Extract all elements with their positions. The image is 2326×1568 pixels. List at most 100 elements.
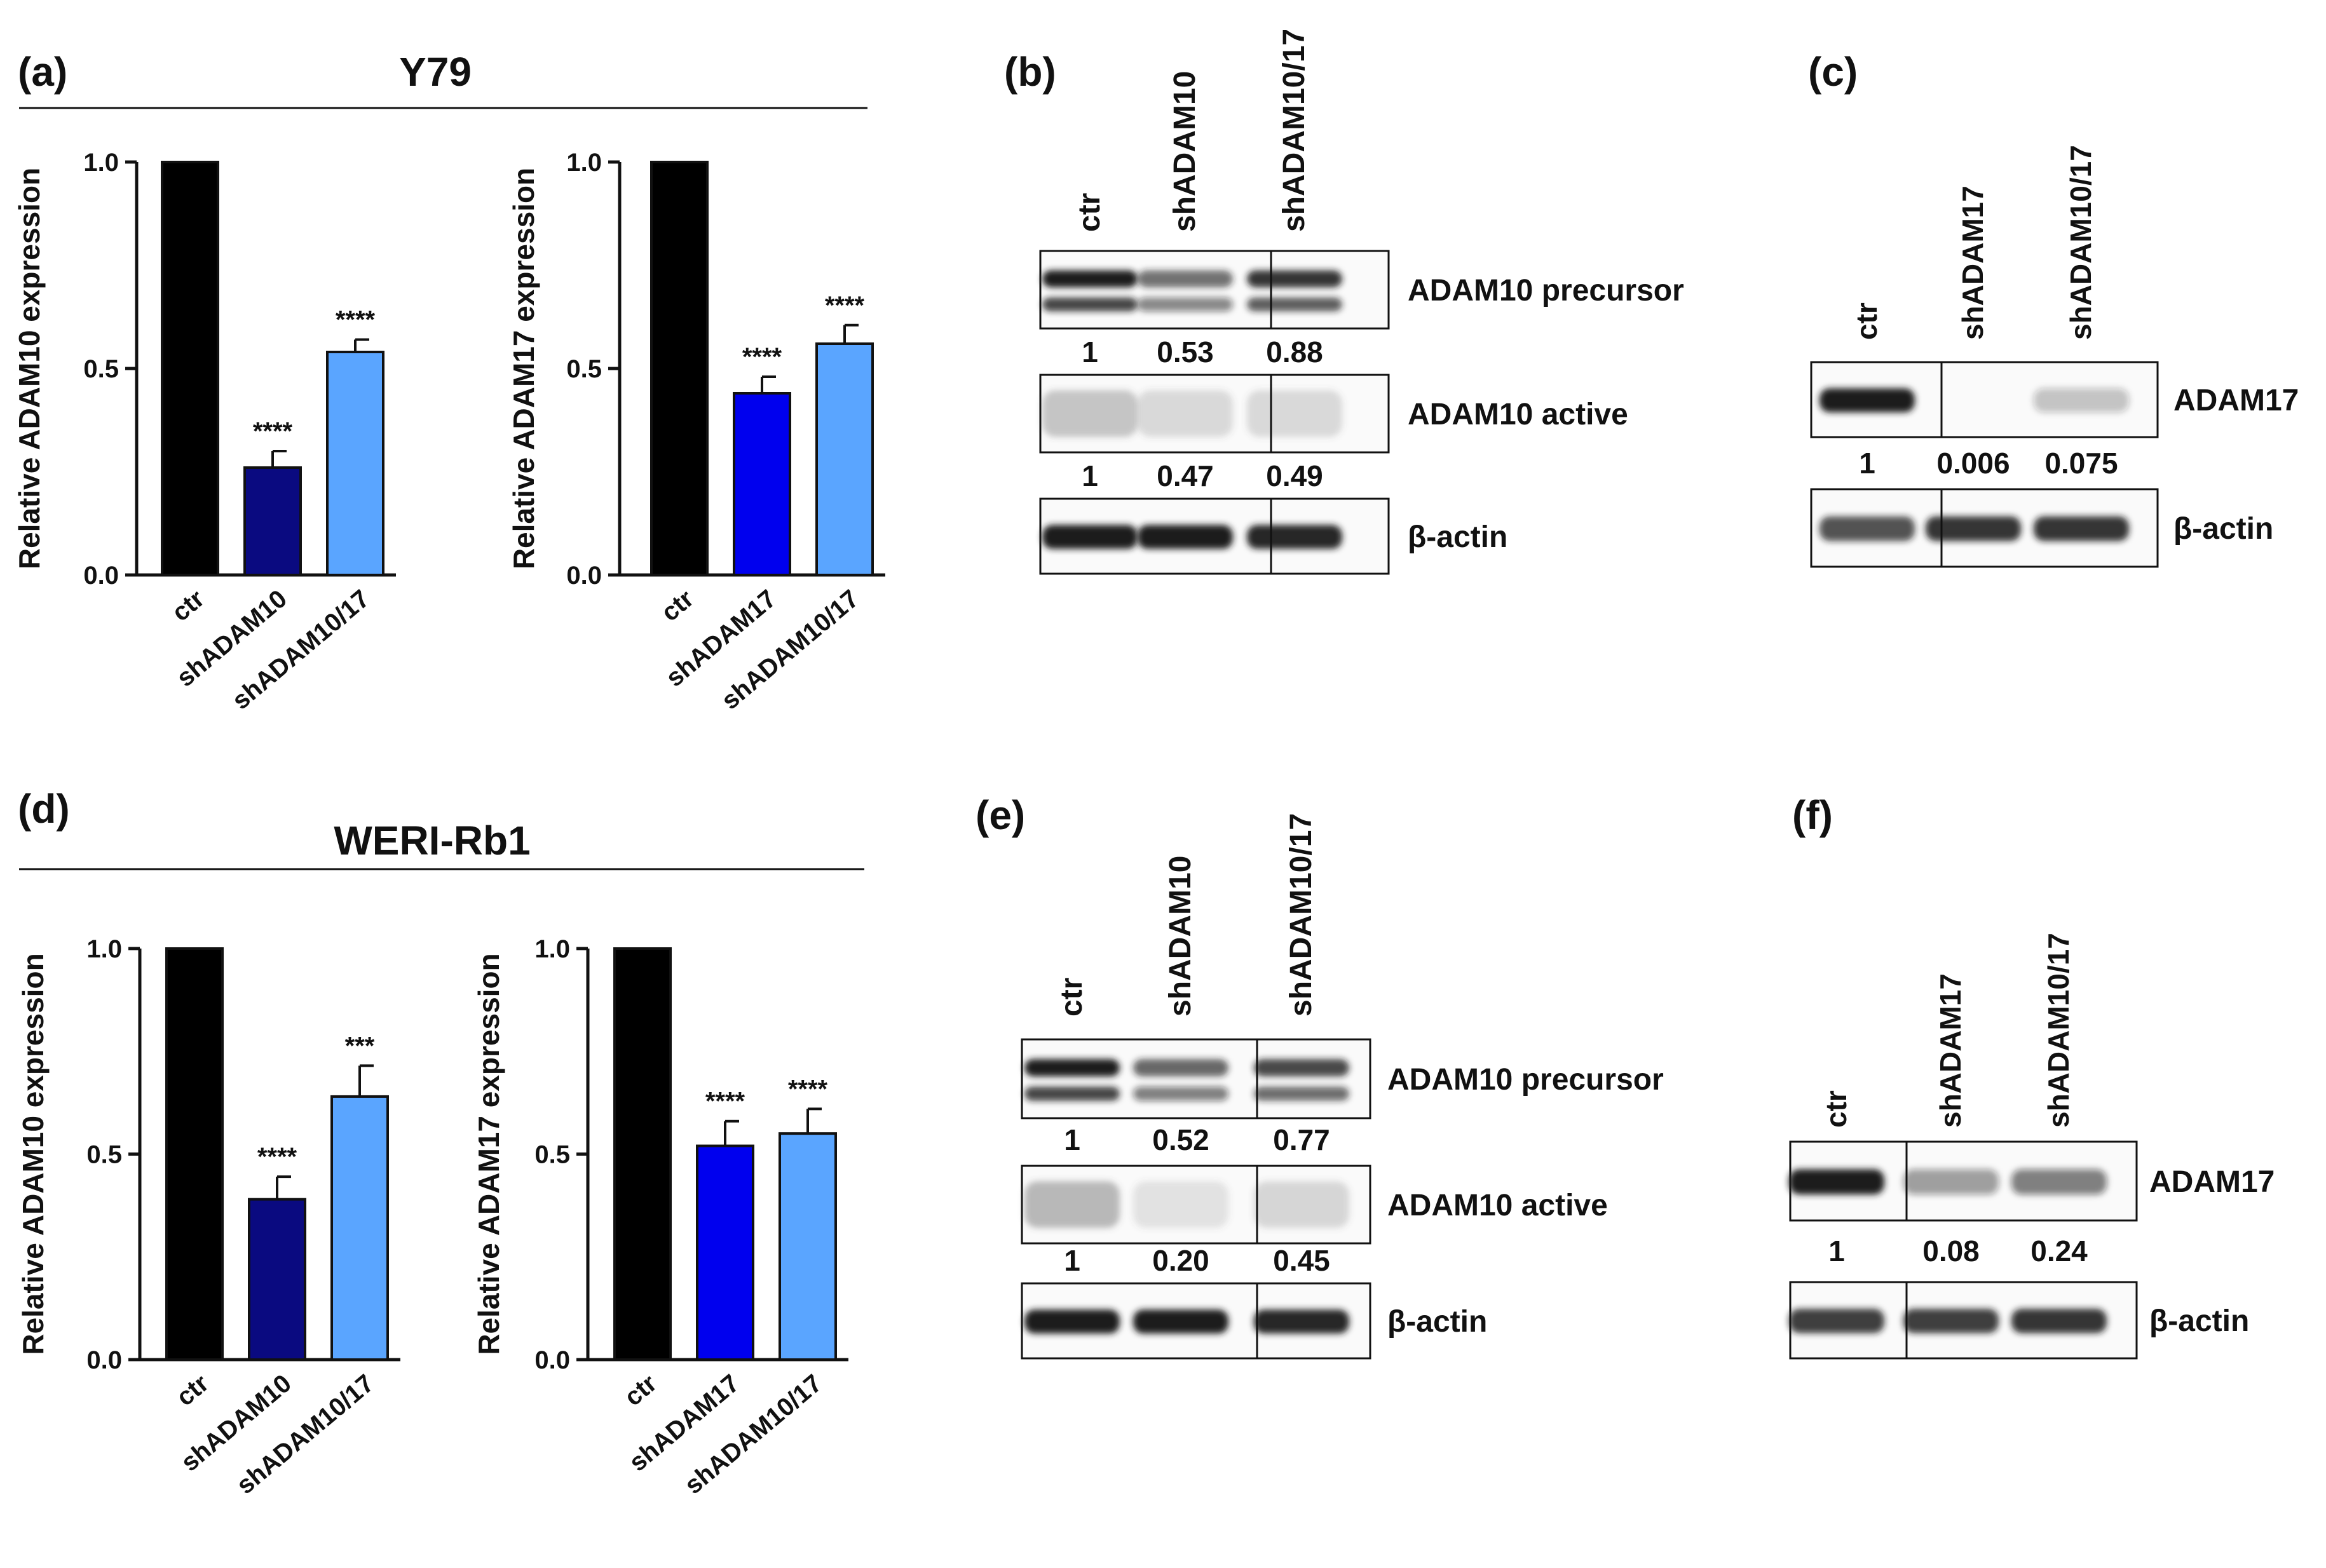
- quantification-value: 1: [1064, 1123, 1080, 1156]
- lane-label: shADAM10/17: [2064, 145, 2097, 340]
- blot-band: [1789, 1309, 1884, 1334]
- blot-band: [2011, 1169, 2107, 1195]
- lane-label: ctr: [1850, 302, 1883, 340]
- lane-label: shADAM10/17: [1284, 813, 1318, 1017]
- quantification-value: 0.075: [2044, 447, 2118, 480]
- blot-band: [1138, 525, 1233, 550]
- bar-shADAM10_17: [326, 351, 384, 576]
- blot-band: [1819, 516, 1915, 541]
- y-tick-label: 1.0: [86, 935, 122, 963]
- quantification-value: 0.24: [2030, 1234, 2088, 1267]
- significance-label: ****: [825, 292, 865, 320]
- quantification-value: 0.45: [1273, 1244, 1330, 1277]
- y-tick-label: 1.0: [83, 149, 119, 177]
- bar-shADAM17: [696, 1144, 754, 1362]
- blot-row-label: ADAM10 precursor: [1408, 274, 1684, 308]
- y-tick-label: 0.0: [86, 1346, 122, 1374]
- quantification-value: 0.08: [1922, 1234, 1980, 1267]
- blot-frame: [1021, 1038, 1371, 1119]
- quantification-value: 0.52: [1152, 1123, 1209, 1156]
- blot-band: [1138, 270, 1233, 288]
- y-tick-label: 0.5: [566, 355, 602, 383]
- y-axis-label: Relative ADAM17 expression: [507, 168, 540, 569]
- blot-band: [2034, 516, 2129, 541]
- quantification-value: 1: [1064, 1244, 1080, 1277]
- panel-label-f: (f): [1792, 792, 1833, 838]
- lane-label: ctr: [1055, 978, 1089, 1017]
- bar-shADAM10: [248, 1198, 306, 1362]
- blot-row-label: ADAM17: [2149, 1165, 2275, 1199]
- blot-band: [1024, 1059, 1120, 1077]
- panel-label-b: (b): [1004, 49, 1056, 95]
- blot-band: [1247, 297, 1342, 312]
- panel-label-e: (e): [976, 792, 1025, 838]
- blot-band: [1819, 388, 1915, 413]
- significance-label: ***: [345, 1032, 375, 1060]
- blot-band: [1024, 1086, 1120, 1101]
- blot-band: [2034, 388, 2129, 413]
- bar-shADAM17: [733, 392, 791, 576]
- blot-row-label: β-actin: [2173, 512, 2273, 546]
- category-label: ctr: [167, 585, 209, 627]
- category-label: shADAM10/17: [231, 1369, 379, 1499]
- category-label: ctr: [171, 1369, 214, 1412]
- y-axis-label: Relative ADAM10 expression: [17, 953, 50, 1355]
- blot-frame: [1039, 250, 1390, 330]
- blot-band: [1247, 525, 1342, 550]
- blot-band: [2011, 1309, 2107, 1334]
- blot-band: [1024, 1309, 1120, 1334]
- significance-label: ****: [257, 1143, 297, 1171]
- bar-shADAM10_17: [815, 342, 874, 576]
- quantification-value: 0.006: [1936, 447, 2010, 480]
- lane-label: shADAM17: [1956, 186, 1989, 340]
- y-axis-label: Relative ADAM10 expression: [13, 168, 46, 569]
- category-label: ctr: [656, 585, 698, 627]
- y-tick-label: 1.0: [534, 935, 570, 963]
- y-tick-label: 0.0: [83, 562, 119, 590]
- blot-band: [1042, 525, 1138, 550]
- bar-ctr: [161, 161, 219, 576]
- y-tick-label: 0.0: [566, 562, 602, 590]
- significance-label: ****: [788, 1075, 828, 1103]
- category-label: shADAM10/17: [227, 585, 375, 715]
- y-tick-label: 0.0: [534, 1346, 570, 1374]
- quantification-value: 1: [1859, 447, 1875, 480]
- blot-band: [1133, 1059, 1228, 1077]
- category-label: shADAM10/17: [679, 1369, 827, 1499]
- blot-band: [1133, 1309, 1228, 1334]
- significance-label: ****: [336, 306, 376, 334]
- blot-band: [1789, 1169, 1884, 1195]
- blot-band: [1042, 297, 1138, 312]
- cell-line-title-y79: Y79: [399, 49, 472, 95]
- blot-band: [1133, 1086, 1228, 1101]
- cell-line-title-weri: WERI-Rb1: [334, 818, 530, 863]
- blot-row-label: ADAM10 active: [1408, 398, 1628, 431]
- bar-ctr: [165, 947, 224, 1361]
- y-tick-label: 0.5: [86, 1141, 122, 1169]
- blot-band: [1138, 390, 1233, 437]
- quantification-value: 0.20: [1152, 1244, 1209, 1277]
- lane-label: ctr: [1073, 193, 1106, 232]
- lane-label: shADAM10: [1164, 856, 1197, 1017]
- blot-band: [1247, 390, 1342, 437]
- y-tick-label: 0.5: [83, 355, 119, 383]
- blot-band: [1903, 1309, 1999, 1334]
- significance-label: ****: [253, 417, 293, 445]
- blot-band: [1926, 516, 2021, 541]
- quantification-value: 0.49: [1266, 459, 1323, 492]
- blot-row-label: β-actin: [2149, 1304, 2249, 1338]
- bar-shADAM10: [243, 466, 302, 576]
- panel-label-d: (d): [18, 786, 70, 832]
- blot-row-label: ADAM10 precursor: [1387, 1063, 1664, 1097]
- bar-shADAM10_17: [779, 1132, 837, 1362]
- quantification-value: 1: [1082, 459, 1098, 492]
- quantification-value: 0.47: [1157, 459, 1214, 492]
- bar-shADAM10_17: [330, 1095, 389, 1362]
- blot-row-label: β-actin: [1387, 1305, 1487, 1339]
